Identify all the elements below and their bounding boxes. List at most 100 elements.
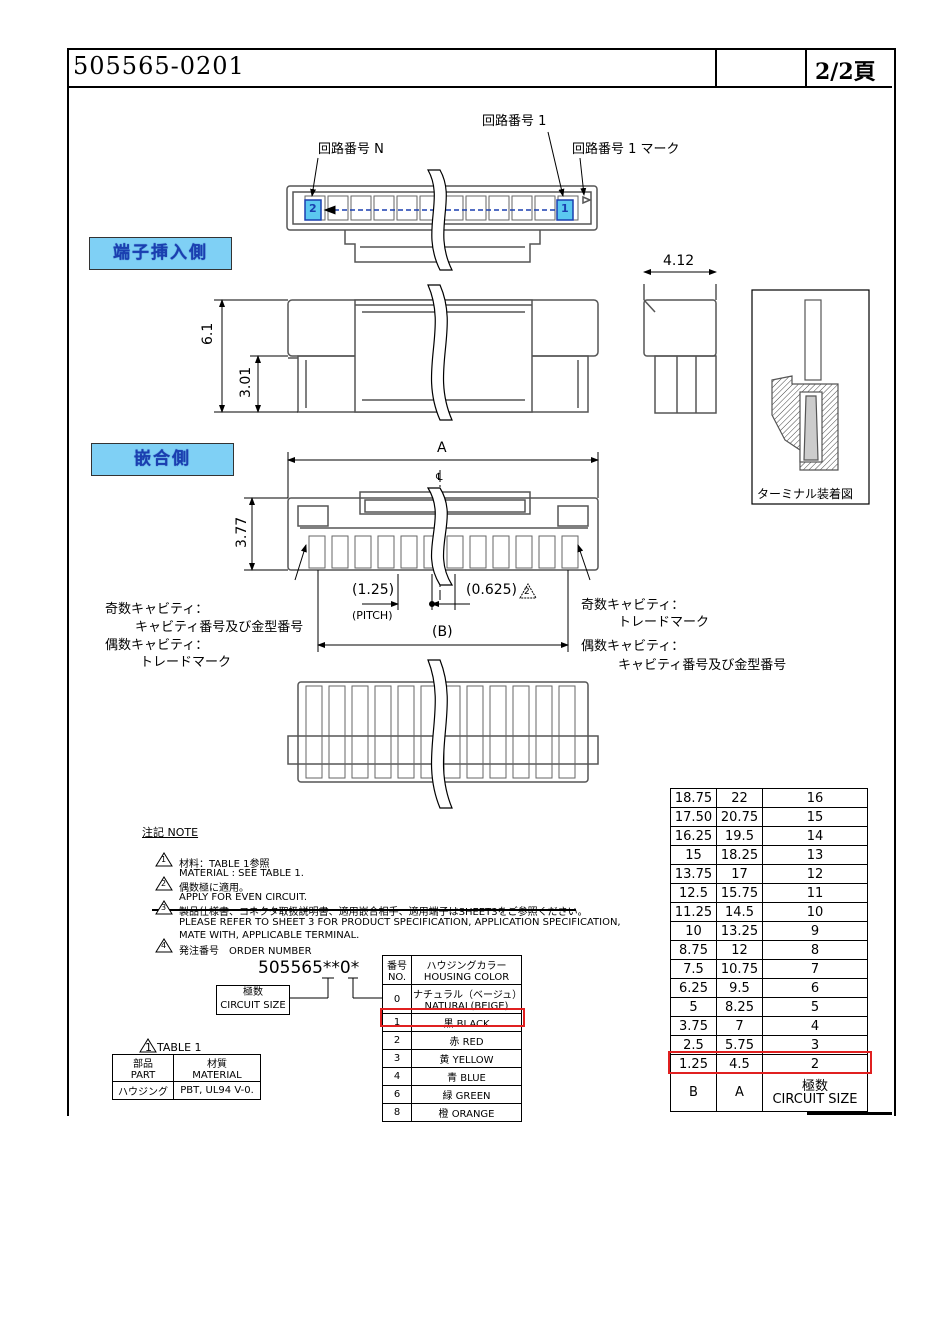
color-name: 緑 GREEN <box>411 1085 522 1104</box>
size-cell-b: 13.75 <box>670 864 717 884</box>
circuit-size-jp: 極数 <box>243 987 263 998</box>
color-name-jp: 緑 <box>442 1091 453 1102</box>
odd-cavity-left-label: 奇数キャビティ： <box>105 602 209 617</box>
drawing-sheet <box>67 48 896 1116</box>
size-cell-b: 12.5 <box>670 883 717 903</box>
note-2-number: 2 <box>161 879 167 888</box>
centerline-mark: ℄ <box>436 472 443 483</box>
note-1-number: 1 <box>161 855 167 864</box>
part-number: 505565-0201 <box>73 52 245 80</box>
dim-125: (1.25) <box>352 582 395 598</box>
note-3-number: 3 <box>161 903 167 912</box>
size-cell-a: 19.5 <box>716 826 763 846</box>
color-name: 橙 ORANGE <box>411 1103 522 1122</box>
even-cavity-left-desc: トレードマーク <box>140 655 232 670</box>
part-header-en: PART <box>130 1070 156 1081</box>
size-cell-size: 6 <box>762 978 868 998</box>
size-cell-a: 22 <box>716 788 763 808</box>
even-cavity-right-desc: キャビティ番号及び金型番号 <box>618 658 787 673</box>
dim-b: (B) <box>432 624 453 640</box>
even-cavity-right-label: 偶数キャビティ： <box>581 639 685 654</box>
dim-377: 3.77 <box>234 516 250 548</box>
size-cell-a: 10.75 <box>716 959 763 979</box>
size-cell-size: 16 <box>762 788 868 808</box>
size-cell-size: 15 <box>762 807 868 827</box>
dim-0625: (0.625) <box>466 582 518 598</box>
size-cell-b: 3.75 <box>670 1016 717 1036</box>
size-cell-a: 18.25 <box>716 845 763 865</box>
terminal-mount-view-label: ターミナル装着図 <box>757 487 854 501</box>
mating-side-label: 嵌合側 <box>91 443 234 476</box>
pin-n-number: 2 <box>309 202 317 215</box>
color-name: 赤 RED <box>411 1031 522 1050</box>
pin-1-number: 1 <box>561 202 569 215</box>
note-3-en-1: PLEASE REFER TO SHEET 3 FOR PRODUCT SPEC… <box>179 917 621 928</box>
size-cell-size: 7 <box>762 959 868 979</box>
size-cell-a: 15.75 <box>716 883 763 903</box>
material-header-en: MATERIAL <box>192 1070 242 1081</box>
size-cell-a: 13.25 <box>716 921 763 941</box>
border-mark <box>807 1112 892 1115</box>
size-cell-b: 11.25 <box>670 902 717 922</box>
color-name-en: BLACK <box>456 1019 490 1030</box>
size-cell-b: 17.50 <box>670 807 717 827</box>
table1-number: 1 <box>145 1041 152 1054</box>
notes-title: 注記 NOTE <box>142 826 199 839</box>
size-cell-size: 13 <box>762 845 868 865</box>
size-cell-b: 16.25 <box>670 826 717 846</box>
break-lines <box>426 169 454 809</box>
color-no: 8 <box>382 1103 412 1122</box>
divider <box>715 48 717 86</box>
size-header-en: CIRCUIT SIZE <box>772 1091 858 1107</box>
note-4: 発注番号 ORDER NUMBER <box>179 946 312 957</box>
color-name-en: RED <box>462 1037 484 1048</box>
note-1-jp: 材料：TABLE 1参照 <box>179 859 270 870</box>
circuit-no-n-label: 回路番号 N <box>318 142 384 157</box>
color-name-jp: ナチュラル（ベージュ） <box>413 990 523 1001</box>
color-name-en: NATURAL(BEIGE) <box>424 1001 509 1012</box>
size-cell-b: 1.25 <box>670 1054 717 1074</box>
circuit-size-en: CIRCUIT SIZE <box>220 1000 286 1011</box>
color-name-en: GREEN <box>455 1091 491 1102</box>
size-header-jp: 極数 <box>801 1078 828 1094</box>
color-name-jp: 橙 <box>438 1109 449 1120</box>
material-header-jp: 材質 <box>206 1059 227 1070</box>
dim-a: A <box>437 440 447 456</box>
color-name-en: YELLOW <box>452 1055 494 1066</box>
size-cell-a: 8.25 <box>716 997 763 1017</box>
note-markers <box>139 852 173 1053</box>
color-no: 6 <box>382 1085 412 1104</box>
odd-cavity-left-desc: キャビティ番号及び金型番号 <box>135 620 304 635</box>
terminal-insert-side-label: 端子挿入側 <box>89 237 232 270</box>
page-number: 2/2頁 <box>815 59 876 85</box>
color-name-jp: 黄 <box>439 1055 450 1066</box>
terminal-mount-view <box>751 289 870 505</box>
part-header-jp: 部品 <box>132 1059 153 1070</box>
color-name-en: ORANGE <box>451 1109 495 1120</box>
color-name: 青 BLUE <box>411 1067 522 1086</box>
note-2-marker: 2 <box>524 587 530 597</box>
color-header-jp: ハウジングカラー <box>426 961 507 972</box>
size-cell-b: 6.25 <box>670 978 717 998</box>
size-cell-size: 11 <box>762 883 868 903</box>
height-dimensions <box>214 299 298 413</box>
order-leaders <box>290 977 383 999</box>
color-name-jp: 赤 <box>449 1037 460 1048</box>
no-header-en: NO. <box>387 972 407 983</box>
color-name: 黄 YELLOW <box>411 1049 522 1068</box>
part-cell: ハウジング <box>112 1081 174 1100</box>
